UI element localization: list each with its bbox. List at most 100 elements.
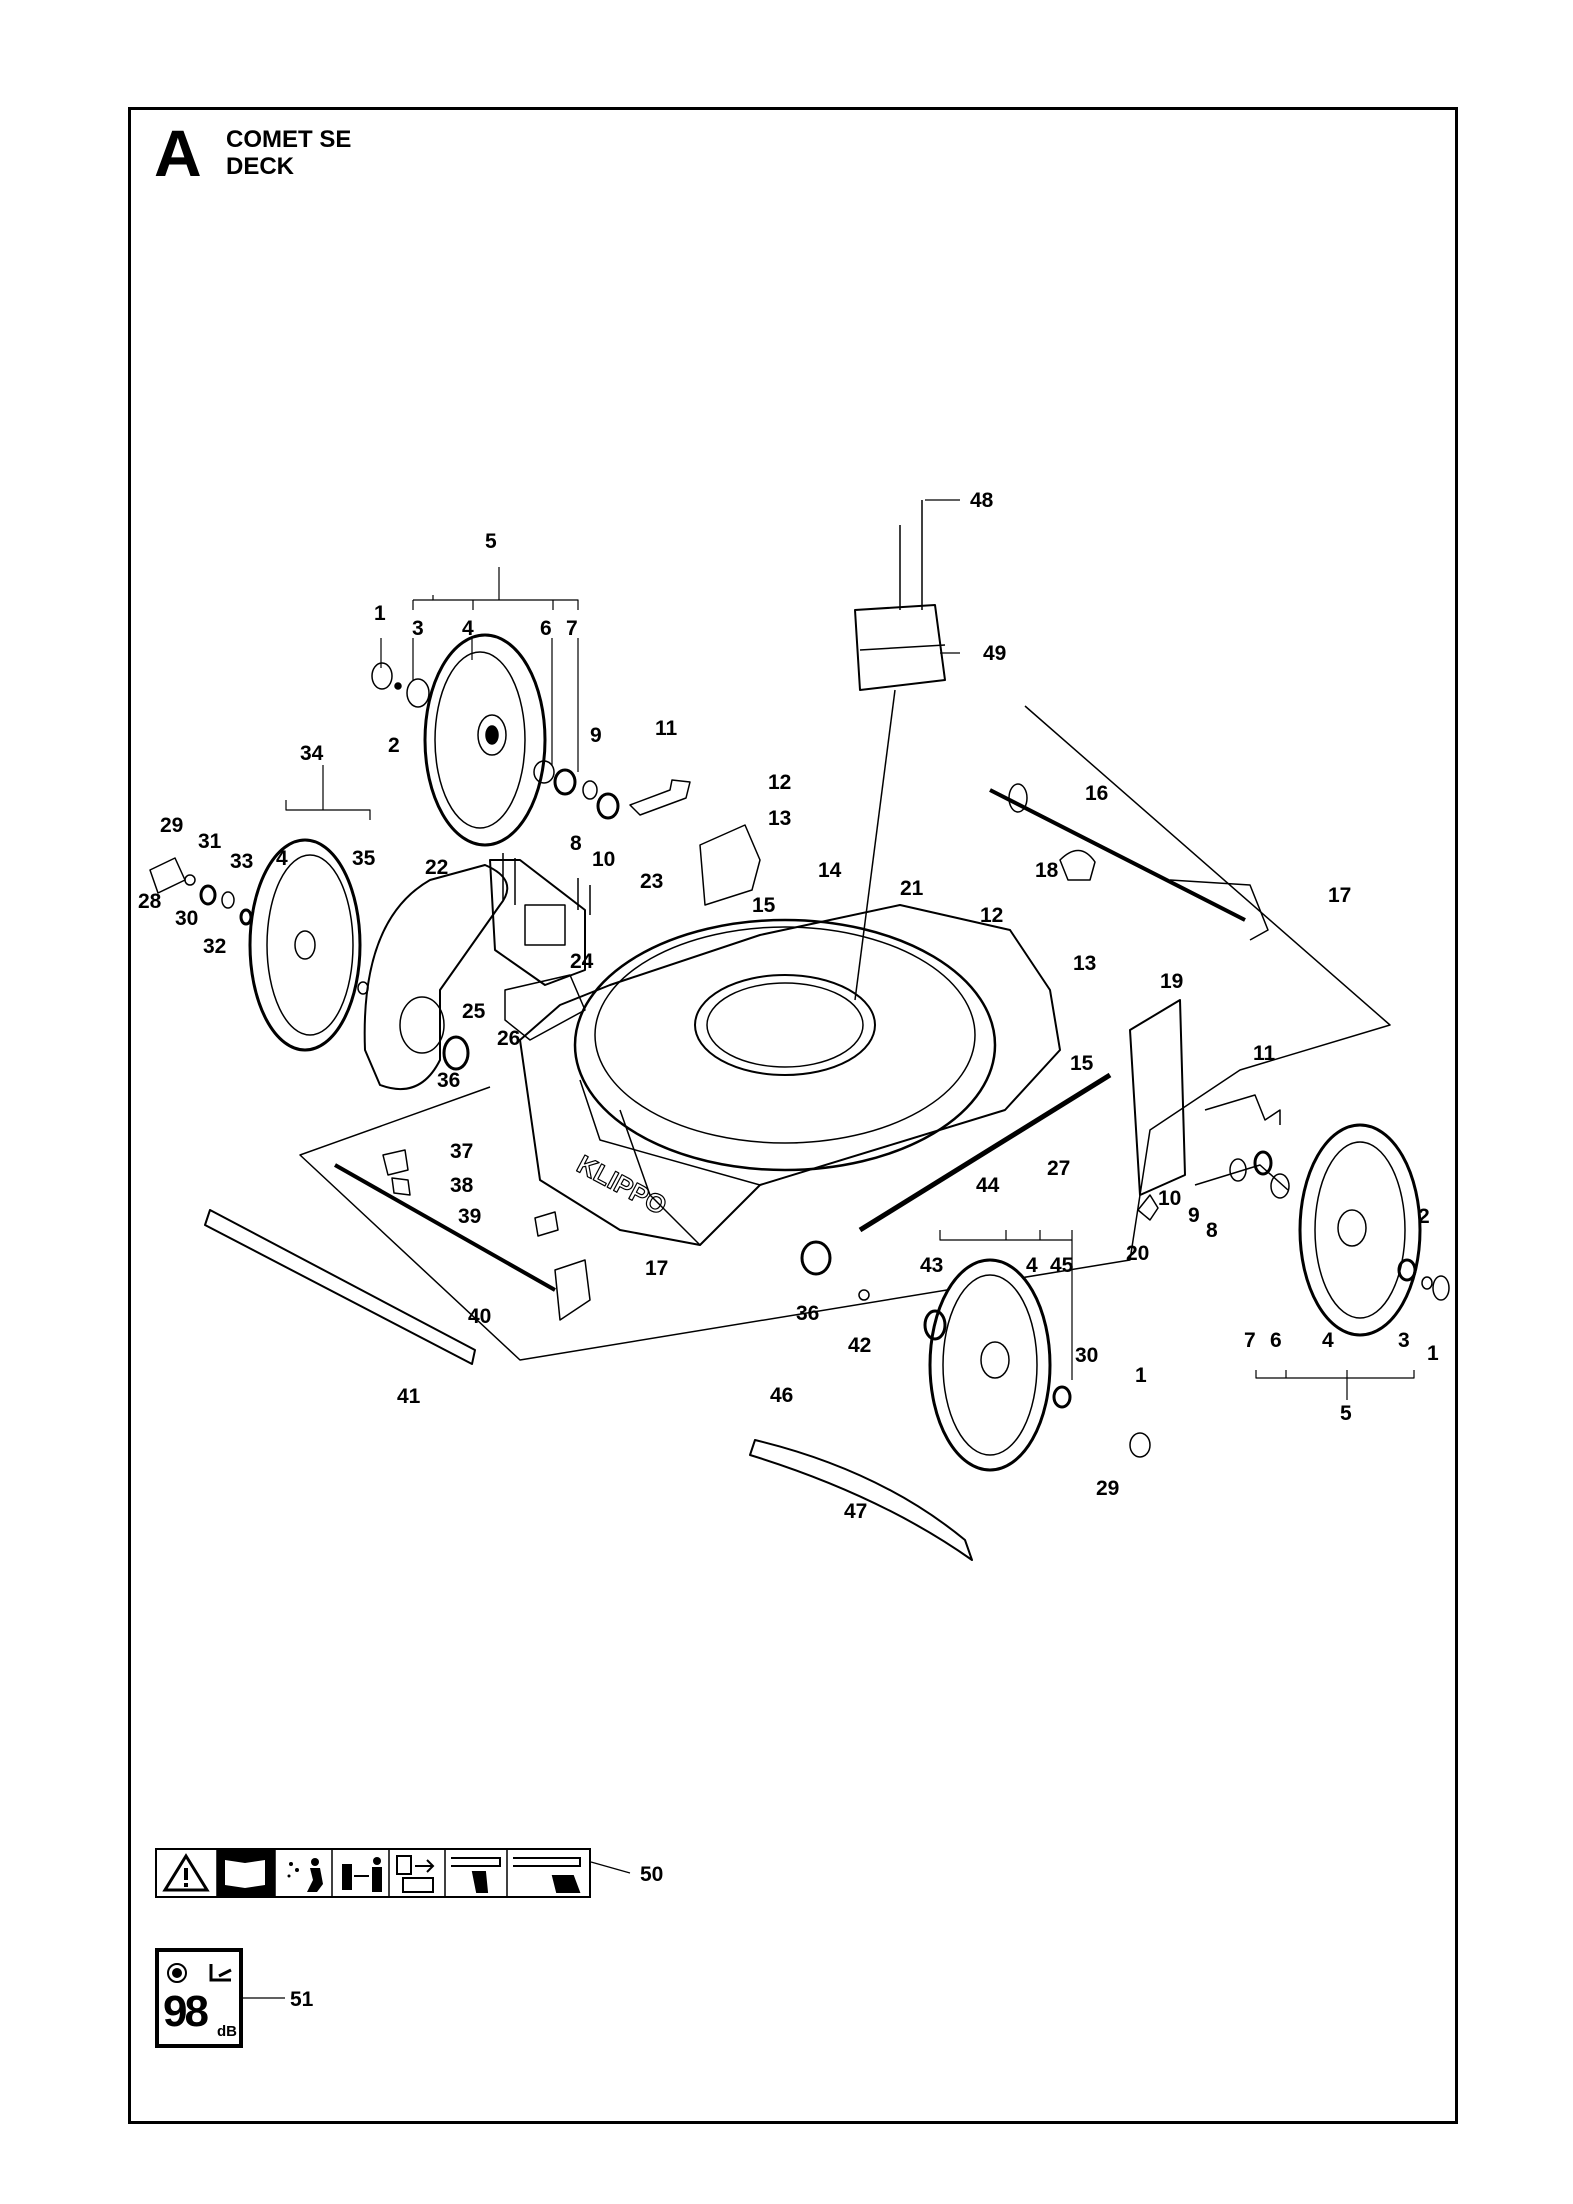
callout-27: 27 (1047, 1157, 1070, 1180)
callout-12: 12 (768, 771, 791, 794)
callout-16: 16 (1085, 782, 1108, 805)
callout-24: 24 (570, 950, 594, 973)
callout-38: 38 (450, 1174, 474, 1197)
callout-labels: 48 5 1 3 4 6 7 49 2 9 11 34 16 12 13 29 … (138, 489, 1439, 1523)
callout-9: 9 (590, 724, 602, 747)
callout-2: 2 (388, 734, 400, 757)
callout-47: 47 (844, 1500, 867, 1523)
front-axle (989, 783, 1269, 941)
callout-50: 50 (640, 1863, 664, 1886)
rear-axle-rod (204, 1149, 591, 1365)
leader-lines (243, 499, 1415, 1999)
handle-bracket (854, 500, 946, 1001)
noise-level-value: 98 (163, 1987, 209, 2036)
callout-4: 4 (462, 617, 474, 640)
manual-icon (217, 1849, 275, 1897)
callout-29: 29 (1096, 1477, 1119, 1500)
callout-10: 10 (1158, 1187, 1181, 1210)
callout-10: 10 (592, 848, 615, 871)
callout-7: 7 (1244, 1329, 1256, 1352)
callout-36: 36 (796, 1302, 819, 1325)
callout-49: 49 (983, 642, 1006, 665)
callout-9: 9 (1188, 1204, 1200, 1227)
callout-11: 11 (1253, 1042, 1276, 1065)
disconnect-before-service-icon (396, 1855, 435, 1893)
callout-2: 2 (1418, 1205, 1430, 1228)
callout-28: 28 (138, 890, 162, 913)
rear-wheel-drive-side (149, 838, 369, 1052)
callout-5: 5 (485, 530, 497, 553)
callout-7: 7 (566, 617, 578, 640)
blade-foot-icon (513, 1857, 581, 1893)
callout-42: 42 (848, 1334, 871, 1357)
callout-22: 22 (425, 856, 448, 879)
noise-level-label (155, 1948, 243, 2048)
rear-wheel-hardware-left (371, 662, 620, 820)
callout-19: 19 (1160, 970, 1183, 993)
callout-20: 20 (1126, 1242, 1149, 1265)
thrown-objects-icon (287, 1858, 323, 1892)
callout-3: 3 (412, 617, 424, 640)
callout-51: 51 (290, 1988, 314, 2011)
callout-43: 43 (920, 1254, 943, 1277)
callout-44: 44 (976, 1174, 1000, 1197)
measurement-icon (209, 1964, 232, 1982)
callout-5: 5 (1340, 1402, 1352, 1425)
bracket-11 (629, 779, 691, 816)
section-title: DECK (226, 153, 295, 180)
callout-26: 26 (497, 1027, 520, 1050)
callout-34: 34 (300, 742, 324, 765)
callout-4: 4 (1026, 1254, 1038, 1277)
callout-4: 4 (276, 847, 288, 870)
bracket-11-right (1204, 1094, 1281, 1125)
blade-hand-icon (451, 1857, 501, 1893)
callout-6: 6 (540, 617, 552, 640)
callout-39: 39 (458, 1205, 481, 1228)
callout-8: 8 (1206, 1219, 1218, 1242)
callout-11: 11 (655, 717, 678, 740)
callout-18: 18 (1035, 859, 1059, 882)
callout-48: 48 (970, 489, 994, 512)
callout-1: 1 (1135, 1364, 1147, 1387)
callout-36: 36 (437, 1069, 460, 1092)
callout-15: 15 (1070, 1052, 1094, 1075)
callout-13: 13 (1073, 952, 1096, 975)
model-title: COMET SE (226, 126, 352, 153)
callout-29: 29 (160, 814, 183, 837)
sound-power-icon (167, 1963, 187, 1983)
height-adjuster-plate (858, 999, 1289, 1233)
callout-25: 25 (462, 1000, 486, 1023)
callout-12: 12 (980, 904, 1003, 927)
callout-8: 8 (570, 832, 582, 855)
gearbox-assembly (363, 853, 591, 1090)
callout-46: 46 (770, 1384, 793, 1407)
callout-37: 37 (450, 1140, 473, 1163)
rear-flap (749, 1439, 973, 1561)
callout-23: 23 (640, 870, 663, 893)
warning-icon (162, 1853, 210, 1892)
callout-30: 30 (175, 907, 198, 930)
callout-31: 31 (198, 830, 222, 853)
callout-1: 1 (374, 602, 386, 625)
callout-45: 45 (1050, 1254, 1074, 1277)
section-letter: A (154, 116, 202, 190)
bracket-14 (699, 824, 761, 906)
front-wheel-left (800, 1240, 1151, 1472)
callout-33: 33 (230, 850, 253, 873)
callout-40: 40 (468, 1305, 491, 1328)
callout-30: 30 (1075, 1344, 1098, 1367)
callout-17: 17 (645, 1257, 668, 1280)
callout-6: 6 (1270, 1329, 1282, 1352)
callout-35: 35 (352, 847, 376, 870)
front-wheel-right (1229, 1123, 1450, 1337)
callout-3: 3 (1398, 1329, 1410, 1352)
rear-wheel-left (423, 633, 547, 847)
callout-14: 14 (818, 859, 842, 882)
noise-level-unit: dB (217, 2023, 237, 2040)
callout-4: 4 (1322, 1329, 1334, 1352)
callout-17: 17 (1328, 884, 1351, 907)
callout-41: 41 (397, 1385, 421, 1408)
callout-15: 15 (752, 894, 776, 917)
page-frame (128, 107, 1458, 2124)
